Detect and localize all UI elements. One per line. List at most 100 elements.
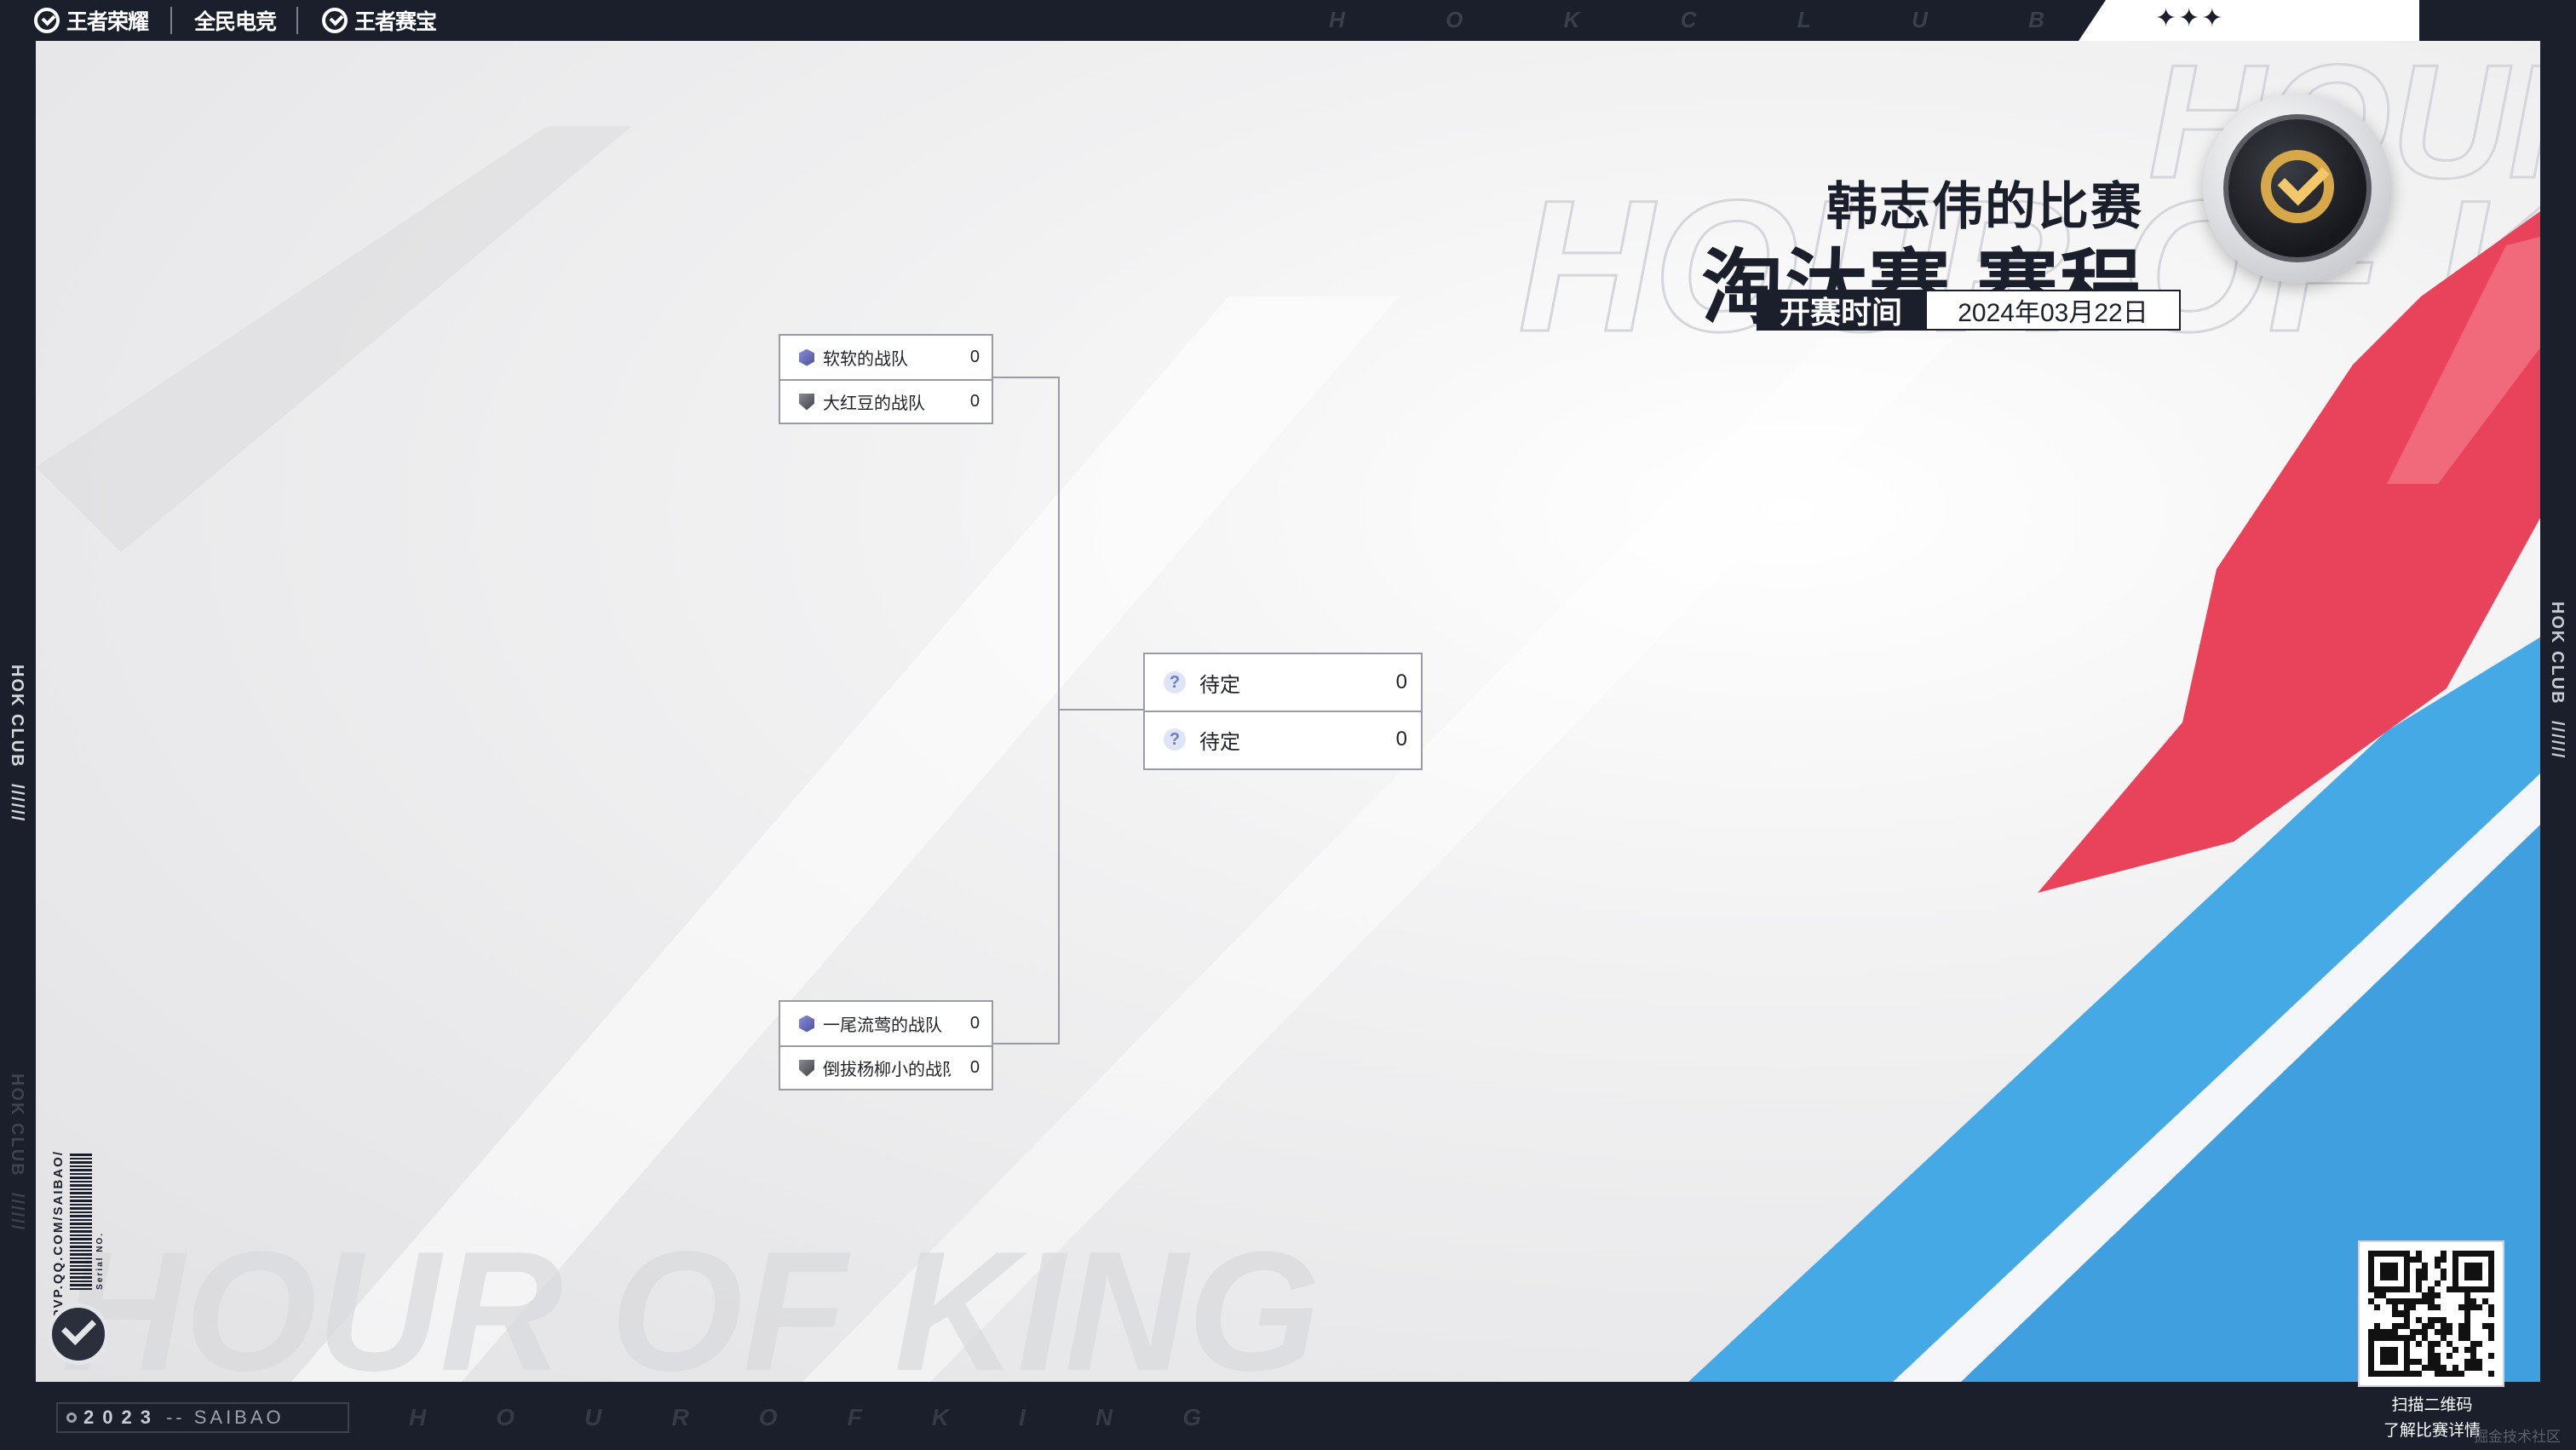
qr-module — [2368, 1328, 2375, 1335]
brand-quanmindianjing[interactable]: 全民电竞 — [194, 5, 277, 36]
qr-module — [2392, 1298, 2399, 1305]
qr-module — [2458, 1251, 2464, 1257]
team-row[interactable]: 大红豆的战队 0 — [780, 379, 992, 423]
qr-module — [2374, 1334, 2381, 1341]
qr-module — [2392, 1292, 2398, 1298]
team-row[interactable]: 一尾流莺的战队 0 — [780, 1002, 992, 1045]
qr-module — [2386, 1310, 2392, 1316]
qr-module — [2386, 1257, 2392, 1263]
qr-module — [2392, 1310, 2399, 1317]
qr-module — [2374, 1359, 2380, 1365]
saibao-check-icon — [2223, 114, 2372, 262]
team-row[interactable]: 倒拔杨柳小的战队 0 — [780, 1045, 992, 1089]
team-name: 软软的战队 — [823, 350, 908, 369]
right-frame — [2540, 0, 2576, 1450]
qr-module — [2440, 1257, 2447, 1263]
qr-module — [2452, 1275, 2458, 1281]
qr-module — [2440, 1364, 2447, 1371]
team-row[interactable]: 软软的战队 0 — [780, 336, 992, 379]
qr-module — [2392, 1317, 2398, 1323]
qr-module — [2386, 1251, 2393, 1257]
qr-module — [2368, 1323, 2374, 1329]
qr-module — [2440, 1334, 2447, 1341]
team-row[interactable]: ? 待定 0 — [1145, 654, 1421, 711]
qr-module — [2386, 1328, 2393, 1335]
qr-module — [2404, 1358, 2411, 1365]
qr-module — [2374, 1269, 2380, 1275]
qr-module — [2435, 1323, 2441, 1329]
qr-module — [2470, 1310, 2476, 1316]
question-icon: ? — [1164, 671, 1186, 693]
match-card-final[interactable]: ? 待定 0 ? 待定 0 — [1143, 653, 1423, 770]
qr-module — [2422, 1322, 2429, 1329]
qr-module — [2398, 1286, 2405, 1293]
qr-module — [2428, 1316, 2435, 1323]
qr-module — [2452, 1280, 2458, 1287]
qr-module — [2488, 1298, 2494, 1304]
team-score: 0 — [1395, 728, 1407, 751]
hex-team-icon — [799, 348, 814, 366]
qr-module — [2470, 1251, 2476, 1257]
qr-module — [2458, 1263, 2464, 1269]
qr-module — [2404, 1346, 2411, 1353]
qr-module — [2428, 1257, 2434, 1263]
qr-module — [2392, 1370, 2399, 1377]
match-card-round1-a[interactable]: 软软的战队 0 大红豆的战队 0 — [779, 334, 993, 424]
qr-module — [2458, 1304, 2464, 1311]
qr-module — [2386, 1352, 2393, 1359]
brand-wangzherongyao[interactable]: 王者荣耀 — [34, 5, 149, 36]
side-club-label: HOK CLUB — [8, 1073, 26, 1177]
qr-module — [2374, 1347, 2380, 1353]
qr-module — [2435, 1335, 2441, 1341]
team-row[interactable]: ? 待定 0 — [1145, 711, 1421, 767]
qr-module — [2441, 1353, 2447, 1359]
letter: C — [1680, 7, 1697, 32]
qr-code[interactable] — [2358, 1240, 2504, 1387]
qr-module — [2475, 1364, 2482, 1371]
qr-module — [2374, 1275, 2380, 1280]
qr-module — [2464, 1328, 2470, 1335]
qr-module — [2386, 1263, 2393, 1269]
qr-module — [2475, 1269, 2482, 1275]
background-art: HOUR OF KING HOUR OF KING HOUR OF KING — [36, 41, 2540, 1382]
qr-module — [2386, 1317, 2392, 1323]
qr-module — [2410, 1358, 2417, 1365]
qr-module — [2487, 1286, 2494, 1293]
barcode: PVP.QQ.COM/SAIBAO/ Serial NO. — [51, 1150, 111, 1318]
qr-module — [2368, 1334, 2375, 1341]
qr-module — [2447, 1317, 2452, 1323]
qr-module — [2464, 1263, 2470, 1269]
serial-label: Serial NO. — [95, 1232, 105, 1290]
qr-module — [2464, 1269, 2470, 1275]
qr-module — [2487, 1257, 2494, 1263]
qr-module — [2374, 1365, 2380, 1371]
qr-module — [2404, 1257, 2411, 1263]
qr-module — [2422, 1257, 2428, 1263]
qr-module — [2392, 1365, 2398, 1371]
qr-module — [2380, 1370, 2387, 1377]
qr-module — [2458, 1269, 2464, 1275]
qr-module — [2452, 1329, 2458, 1335]
start-time-row: 开赛时间 2024年03月22日 — [1757, 290, 2181, 331]
qr-module — [2368, 1370, 2375, 1377]
qr-module — [2380, 1328, 2387, 1335]
brand-saibao[interactable]: 王者赛宝 — [322, 5, 437, 36]
qr-module — [2386, 1341, 2392, 1347]
qr-module — [2392, 1275, 2399, 1281]
qr-module — [2374, 1317, 2380, 1323]
letter: B — [2028, 7, 2044, 32]
qr-module — [2487, 1280, 2494, 1287]
qr-module — [2410, 1298, 2417, 1305]
qr-module — [2464, 1304, 2470, 1311]
qr-module — [2392, 1251, 2399, 1257]
qr-module — [2422, 1263, 2429, 1269]
qr-module — [2416, 1310, 2422, 1316]
qr-module — [2464, 1358, 2470, 1365]
qr-module — [2398, 1334, 2405, 1341]
match-card-round1-b[interactable]: 一尾流莺的战队 0 倒拔杨柳小的战队 0 — [779, 1000, 993, 1090]
qr-module — [2482, 1341, 2488, 1347]
qr-module — [2374, 1298, 2380, 1304]
qr-module — [2470, 1352, 2476, 1359]
qr-module — [2440, 1269, 2447, 1275]
qr-module — [2428, 1346, 2435, 1353]
